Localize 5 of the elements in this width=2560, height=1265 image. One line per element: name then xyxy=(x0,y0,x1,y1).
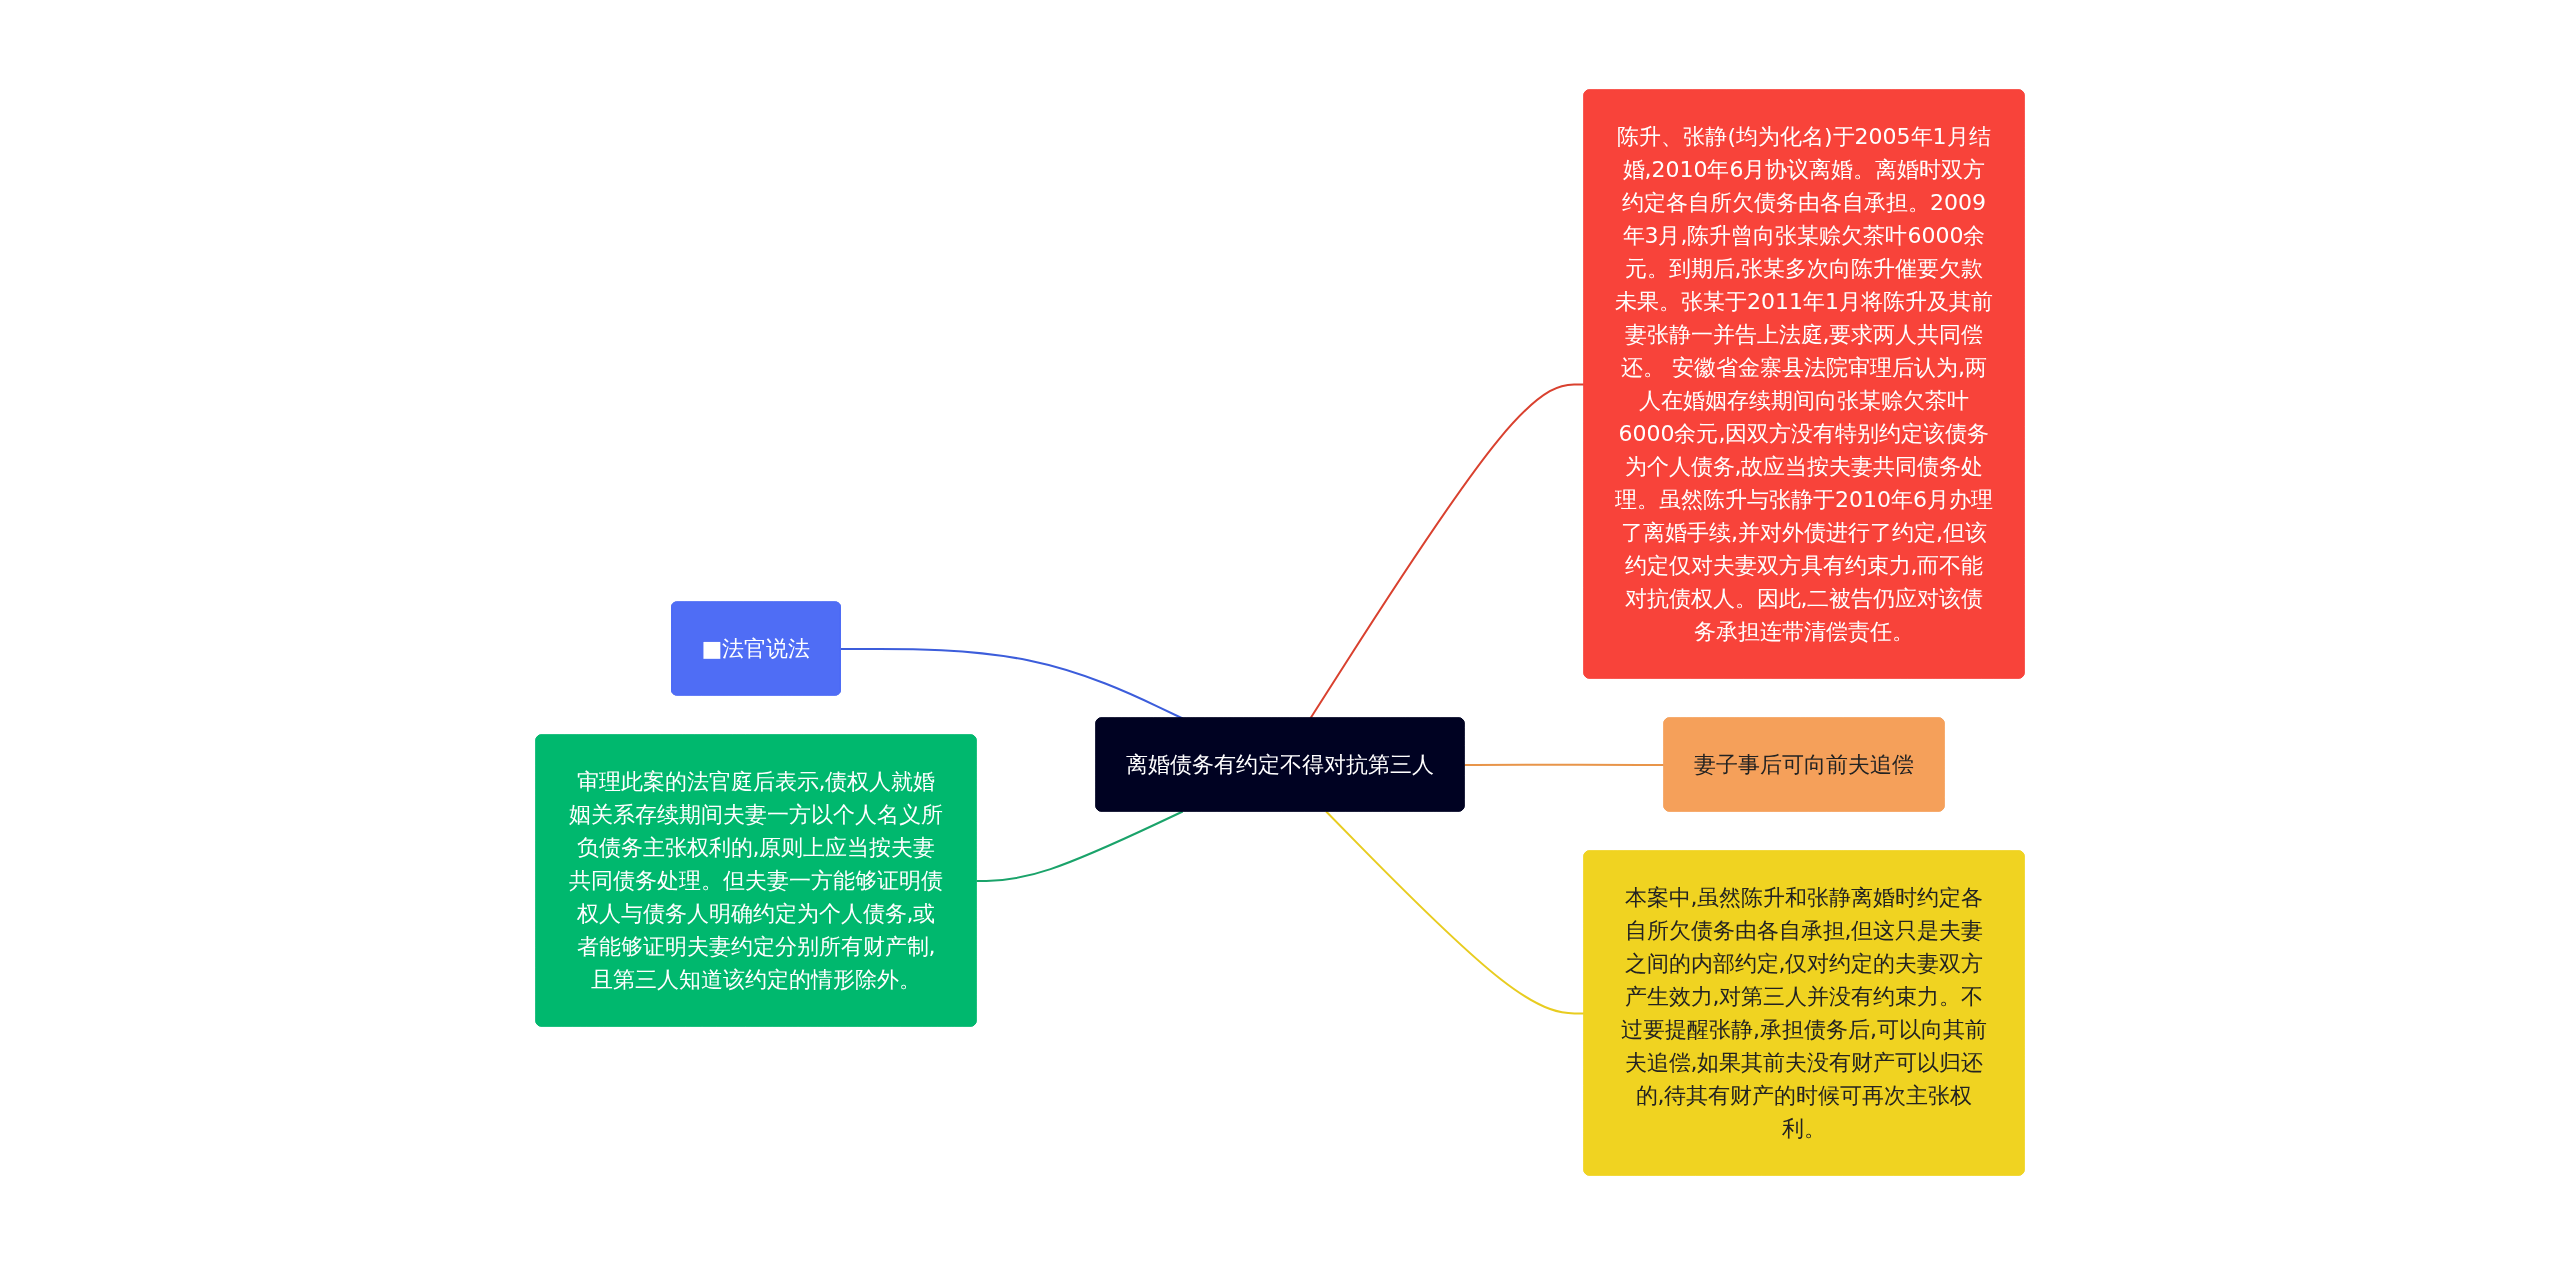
connector xyxy=(1309,383,1586,720)
connector xyxy=(1463,763,1666,766)
connector xyxy=(1325,810,1586,1015)
connector xyxy=(975,810,1184,882)
connector xyxy=(839,647,1184,720)
